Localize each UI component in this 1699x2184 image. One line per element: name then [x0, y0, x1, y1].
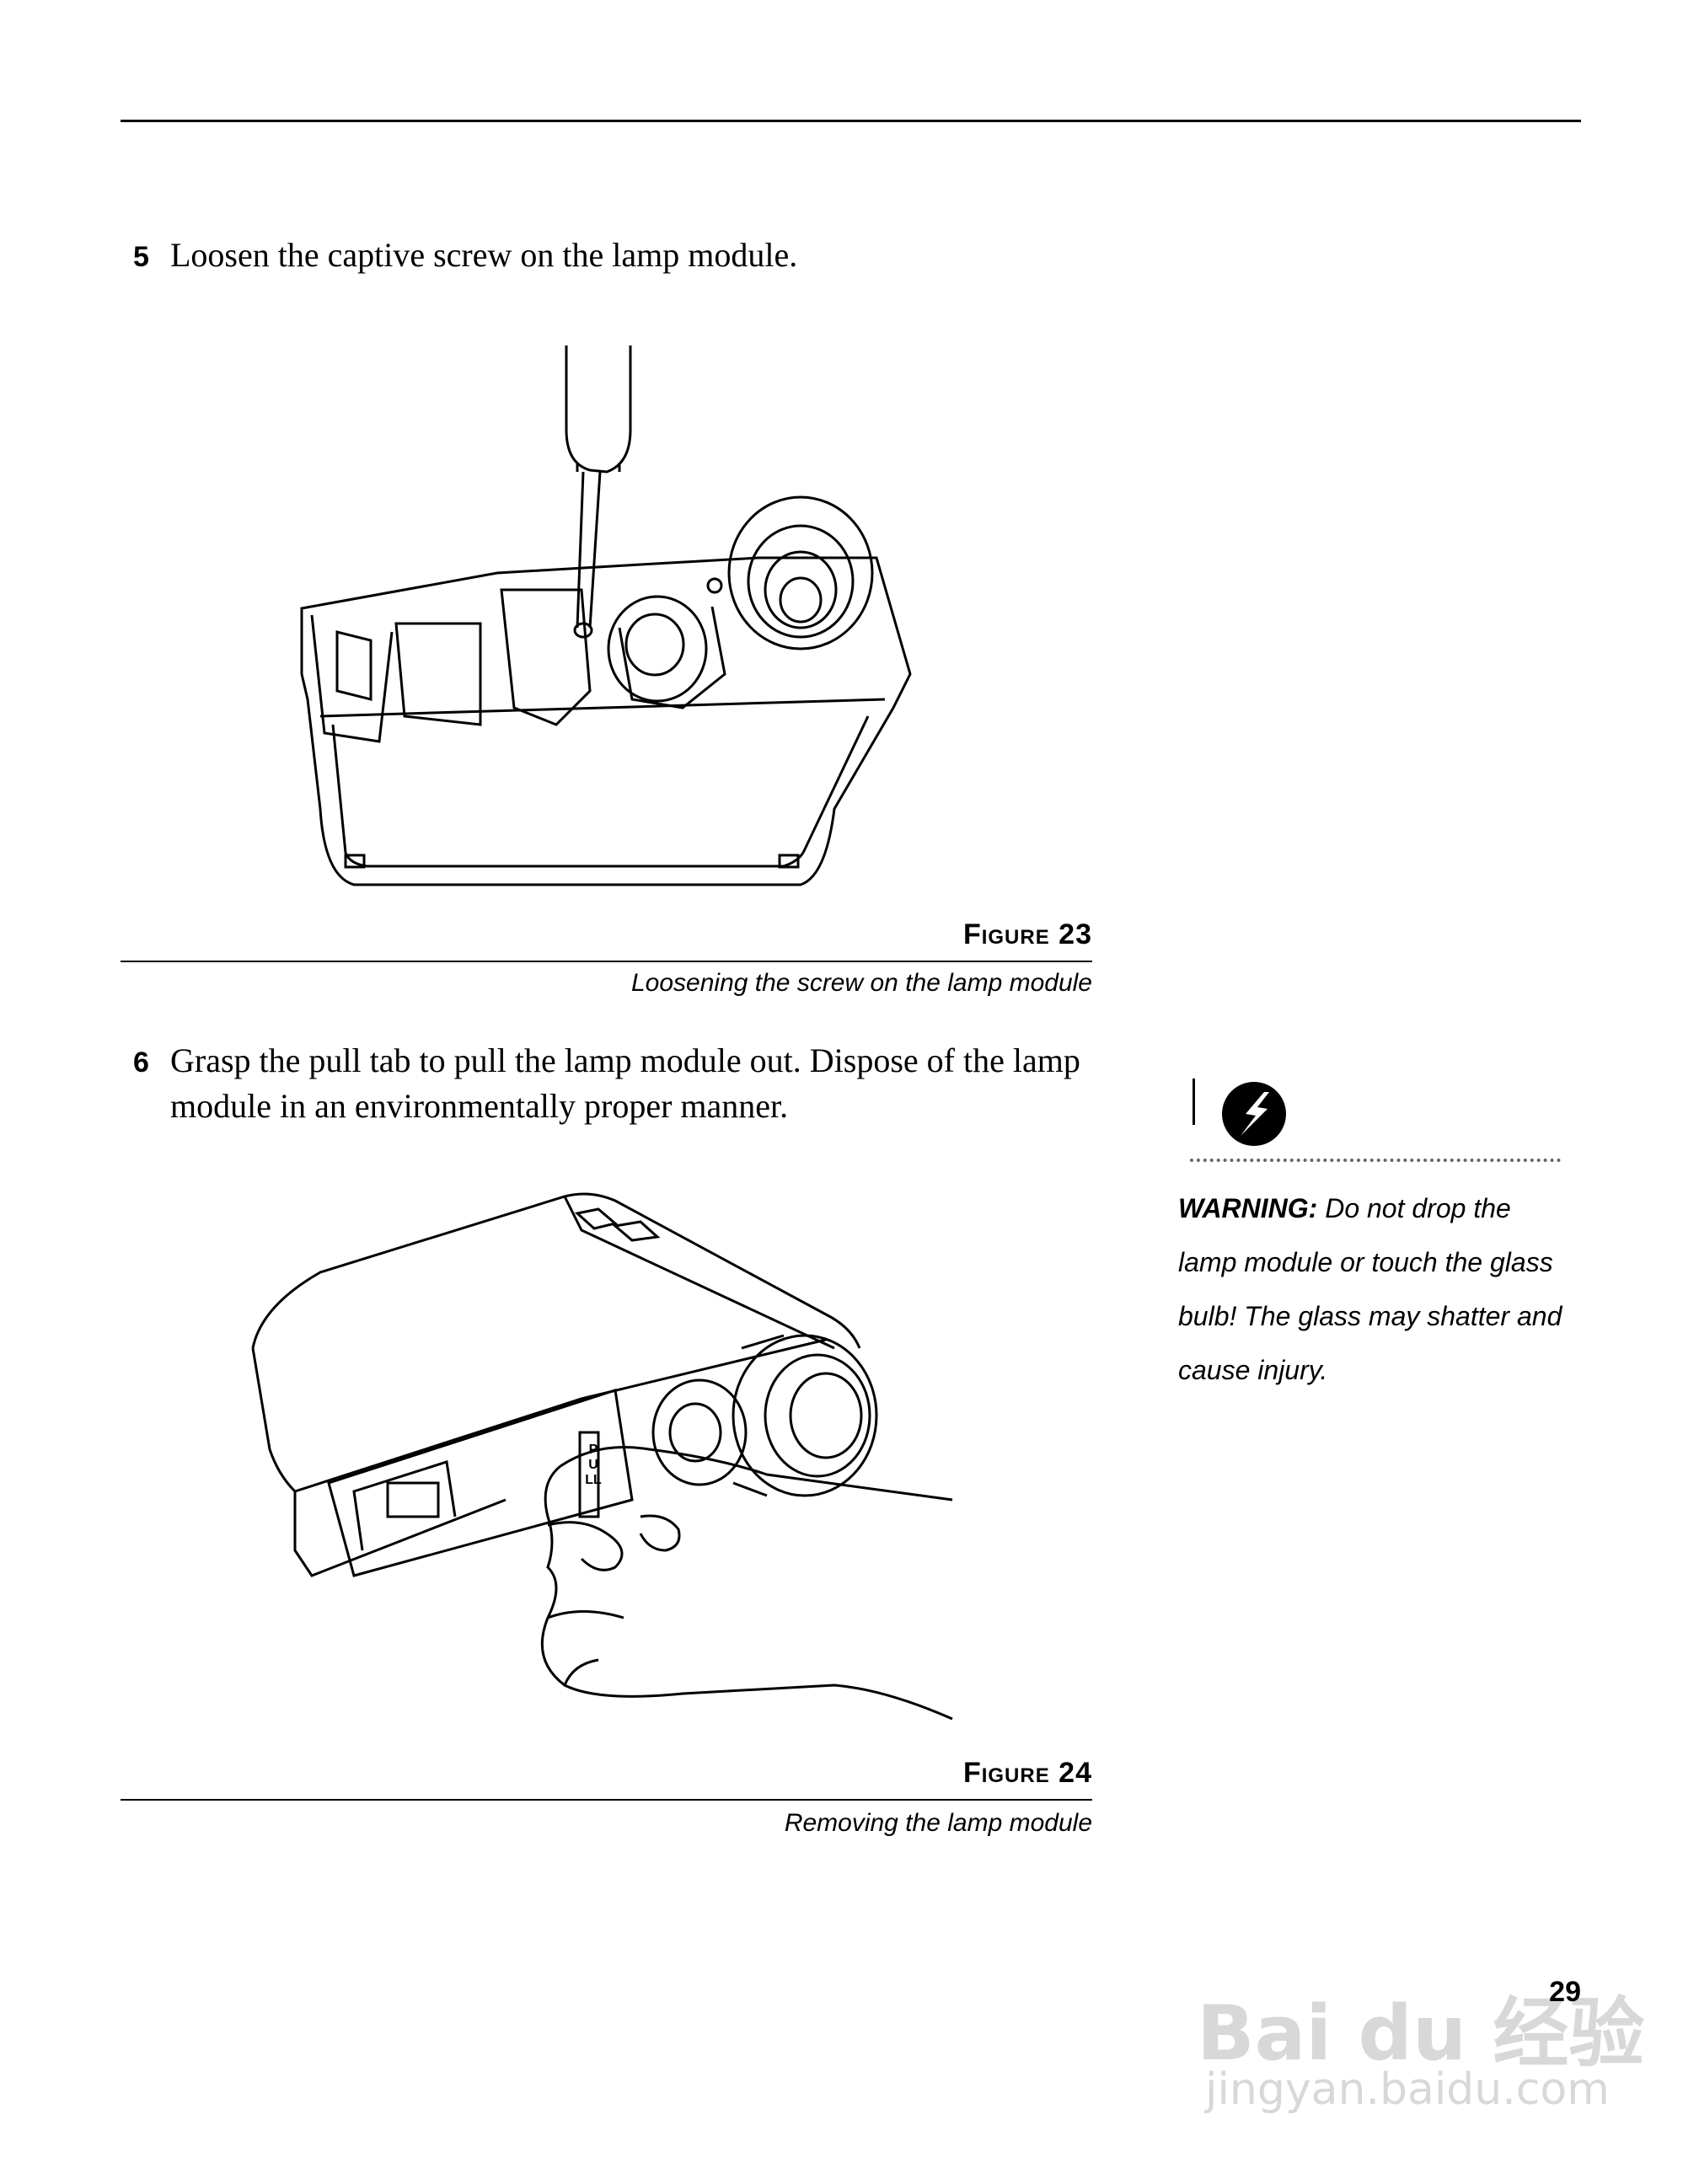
figure-23-illustration — [300, 345, 912, 886]
pull-tab-label: PULL — [585, 1443, 602, 1487]
step-text: Grasp the pull tab to pull the lamp modu… — [170, 1041, 1080, 1125]
lightning-warning-icon — [1222, 1082, 1286, 1146]
warning-vertical-bar — [1193, 1079, 1195, 1125]
figure-23-caption: Loosening the screw on the lamp module — [630, 969, 1092, 997]
figure-23-rule — [121, 961, 1092, 962]
figure-24-rule — [121, 1799, 1092, 1801]
baidu-watermark-brand: Bai du 经验 — [1197, 1989, 1645, 2078]
figure-23-title: Figure 23 — [962, 918, 1092, 950]
figure-24-caption: Removing the lamp module — [784, 1809, 1092, 1837]
step-6: 6 Grasp the pull tab to pull the lamp mod… — [133, 1038, 1114, 1129]
figure-24-title: Figure 24 — [962, 1757, 1092, 1789]
header-rule — [121, 120, 1581, 122]
step-number: 6 — [133, 1046, 149, 1079]
baidu-watermark-url: jingyan.baidu.com — [1205, 2064, 1610, 2115]
warning-text: WARNING: Do not drop the lamp module or … — [1178, 1181, 1574, 1397]
step-number: 5 — [133, 241, 149, 273]
step-5: 5 Loosen the captive screw on the lamp mo… — [133, 233, 1114, 280]
step-text: Loosen the captive screw on the lamp mod… — [170, 236, 798, 274]
page-number: 29 — [1549, 1976, 1581, 2008]
figure-24-illustration — [251, 1192, 953, 1721]
warning-body: Do not drop the lamp module or touch the… — [1178, 1193, 1562, 1385]
warning-dotted-separator — [1190, 1159, 1561, 1162]
warning-label: WARNING: — [1178, 1193, 1318, 1223]
